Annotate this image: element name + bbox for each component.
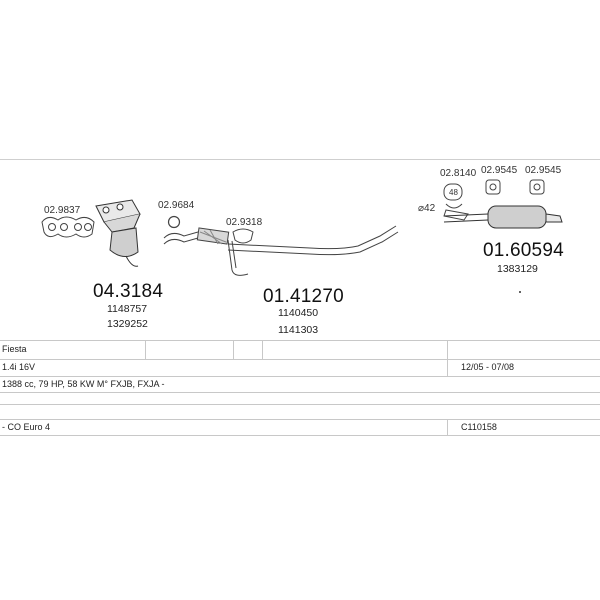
table-divider — [145, 340, 146, 359]
exhaust-drawing — [41, 179, 563, 293]
table-border — [0, 359, 600, 360]
table-border — [0, 419, 600, 420]
exhaust-diagram: 02.9837 04.3184 1148757 1329252 02.9684 … — [41, 165, 564, 336]
top-divider — [0, 159, 600, 160]
engine-spec: 1388 cc, 79 HP, 58 KW M° FXJB, FXJA - — [2, 379, 165, 389]
ring-gasket-drawing — [167, 215, 181, 229]
rear-silencer-oe: 1383129 — [497, 263, 538, 275]
model-name: Fiesta — [2, 344, 27, 354]
catalyst-drawing — [95, 199, 141, 267]
clamp-drawing — [443, 183, 469, 221]
rear-silencer-code: 01.60594 — [483, 240, 564, 261]
table-divider — [447, 419, 448, 435]
hanger-code-1: 02.9545 — [481, 165, 518, 176]
hanger-drawing — [485, 179, 545, 195]
catalyst-oe-2: 1329252 — [107, 318, 148, 330]
table-border — [0, 376, 600, 377]
table-divider — [447, 340, 448, 376]
pipe-diameter: ⌀42 — [418, 203, 436, 214]
table-divider — [233, 340, 234, 359]
gasket-manifold-code: 02.9837 — [44, 205, 81, 216]
table-border — [0, 404, 600, 405]
engine: 1.4i 16V — [2, 362, 36, 372]
mid-pipe-oe-2: 1141303 — [278, 324, 319, 336]
mid-pipe-oe-1: 1140450 — [278, 307, 319, 319]
clamp-size: 48 — [449, 188, 458, 197]
flange-gasket-drawing — [232, 228, 254, 244]
emission-class: - CO Euro 4 — [2, 422, 51, 432]
production-dates: 12/05 - 07/08 — [461, 362, 515, 372]
table-border — [0, 392, 600, 393]
reference-code: C110158 — [461, 422, 497, 432]
table-border — [0, 435, 600, 436]
clamp-code: 02.8140 — [440, 168, 477, 179]
catalyst-oe-1: 1148757 — [107, 303, 148, 315]
hanger-code-2: 02.9545 — [525, 165, 562, 176]
mid-pipe-drawing — [163, 225, 399, 276]
table-divider — [262, 340, 263, 359]
rear-silencer-drawing — [443, 205, 563, 229]
mid-pipe-code: 01.41270 — [263, 286, 344, 307]
vehicle-info-table: Fiesta 1.4i 16V 12/05 - 07/08 1388 cc, 7… — [0, 340, 600, 440]
ring-gasket-code: 02.9684 — [158, 200, 195, 211]
catalyst-code: 04.3184 — [93, 281, 164, 302]
flange-gasket-code: 02.9318 — [226, 217, 263, 228]
table-border — [0, 340, 600, 341]
manifold-gasket-drawing — [41, 216, 95, 238]
